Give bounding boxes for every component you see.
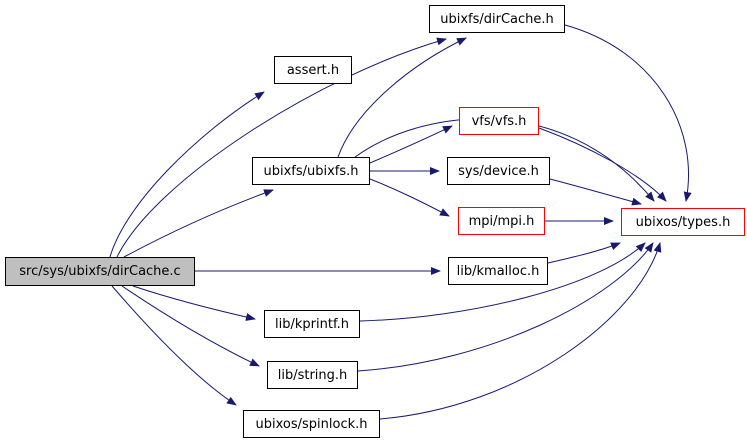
node-spinlock-h[interactable]: ubixos/spinlock.h — [243, 410, 380, 438]
node-device-h[interactable]: sys/device.h — [447, 157, 550, 185]
node-label: ubixos/spinlock.h — [255, 416, 368, 432]
node-string-h[interactable]: lib/string.h — [267, 361, 358, 389]
node-label: sys/device.h — [458, 163, 539, 179]
edge-dircache_c-assert_h — [109, 91, 265, 258]
edge-ubixfs_h-vfs_h — [369, 125, 453, 164]
node-label: lib/kmalloc.h — [456, 263, 540, 279]
node-label: src/sys/ubixfs/dirCache.c — [19, 264, 181, 279]
edge-dircache_c-string_h — [121, 285, 260, 367]
node-label: ubixfs/ubixfs.h — [263, 163, 359, 179]
edge-ubixfs_h-mpi_h — [369, 178, 450, 217]
edge-device_h-types_h — [549, 178, 642, 206]
edge-dircache_c-ubixfs_h — [123, 189, 274, 258]
node-label: mpi/mpi.h — [468, 213, 535, 229]
edge-kprintf_h-types_h — [359, 242, 646, 322]
node-label: lib/string.h — [277, 367, 348, 383]
node-dircache-c[interactable]: src/sys/ubixfs/dirCache.c — [5, 257, 195, 286]
edge-dircache_c-kprintf_h — [132, 285, 256, 321]
edge-kmalloc_h-types_h — [547, 242, 621, 264]
node-mpi-h[interactable]: mpi/mpi.h — [458, 207, 545, 235]
node-assert-h[interactable]: assert.h — [274, 56, 352, 84]
node-vfs-h[interactable]: vfs/vfs.h — [459, 107, 539, 135]
edge-dircache_c-dircache_h — [116, 37, 447, 258]
node-kprintf-h[interactable]: lib/kprintf.h — [264, 310, 360, 338]
edge-vfs_h-types_h — [538, 127, 667, 202]
node-label: vfs/vfs.h — [471, 113, 527, 129]
node-types-h[interactable]: ubixos/types.h — [621, 208, 745, 236]
node-dircache-h[interactable]: ubixfs/dirCache.h — [429, 5, 565, 33]
edge-dircache_h-types_h — [564, 24, 692, 202]
edge-spinlock_h-types_h — [379, 242, 662, 420]
edge-ubixfs_h-dircache_h — [337, 37, 467, 158]
edge-string_h-types_h — [357, 242, 654, 372]
node-label: assert.h — [286, 62, 340, 78]
node-label: lib/kprintf.h — [275, 316, 349, 332]
node-ubixfs-h[interactable]: ubixfs/ubixfs.h — [252, 157, 370, 185]
node-label: ubixfs/dirCache.h — [440, 11, 554, 27]
node-kmalloc-h[interactable]: lib/kmalloc.h — [448, 257, 548, 285]
edge-dircache_c-spinlock_h — [111, 285, 237, 406]
node-label: ubixos/types.h — [635, 214, 731, 230]
